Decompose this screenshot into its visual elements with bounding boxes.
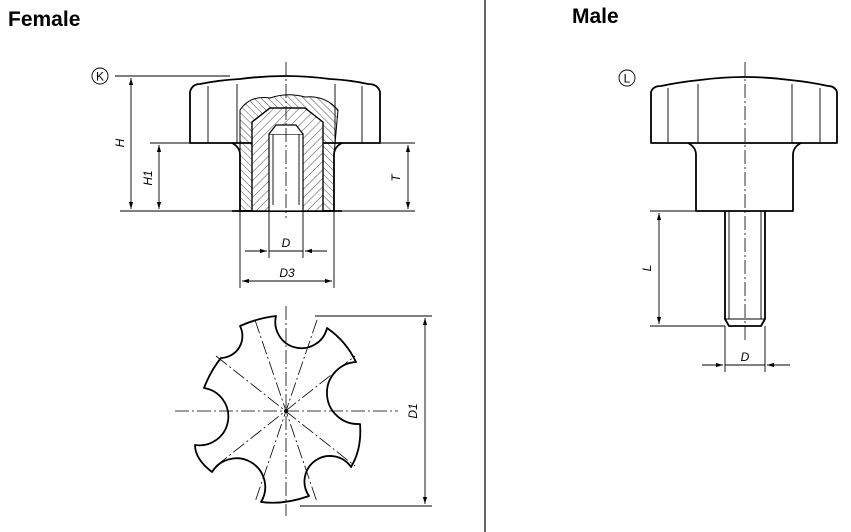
male-marker-label: L	[624, 72, 631, 86]
dim-d3: D3	[239, 211, 335, 288]
female-marker-label: K	[96, 70, 104, 84]
dim-d1-label: D1	[406, 403, 420, 418]
female-title: Female	[8, 8, 80, 31]
dim-l: L	[640, 210, 725, 327]
dim-d3-label: D3	[279, 266, 295, 280]
male-panel: Male L L	[572, 5, 838, 372]
dim-t: T	[334, 142, 415, 212]
male-title: Male	[572, 5, 619, 28]
dim-d-male: D	[702, 326, 790, 372]
dim-t-label: T	[389, 173, 403, 182]
dim-h: H	[113, 75, 235, 212]
female-panel: Female K	[8, 8, 432, 516]
female-marker: K	[91, 67, 109, 85]
dim-h1: H1	[141, 142, 232, 209]
dim-d-female: D	[245, 211, 327, 258]
male-knob-side-view	[650, 62, 838, 340]
dim-d-male-label: D	[741, 350, 750, 364]
female-knob-top-view	[175, 306, 398, 516]
dim-h1-label: H1	[141, 170, 155, 185]
dim-d1: D1	[300, 315, 432, 507]
female-knob-side-view	[189, 62, 381, 218]
male-marker: L	[618, 69, 636, 87]
dim-d-female-label: D	[282, 236, 291, 250]
dim-h-label: H	[113, 138, 127, 147]
dim-l-label: L	[640, 265, 654, 272]
